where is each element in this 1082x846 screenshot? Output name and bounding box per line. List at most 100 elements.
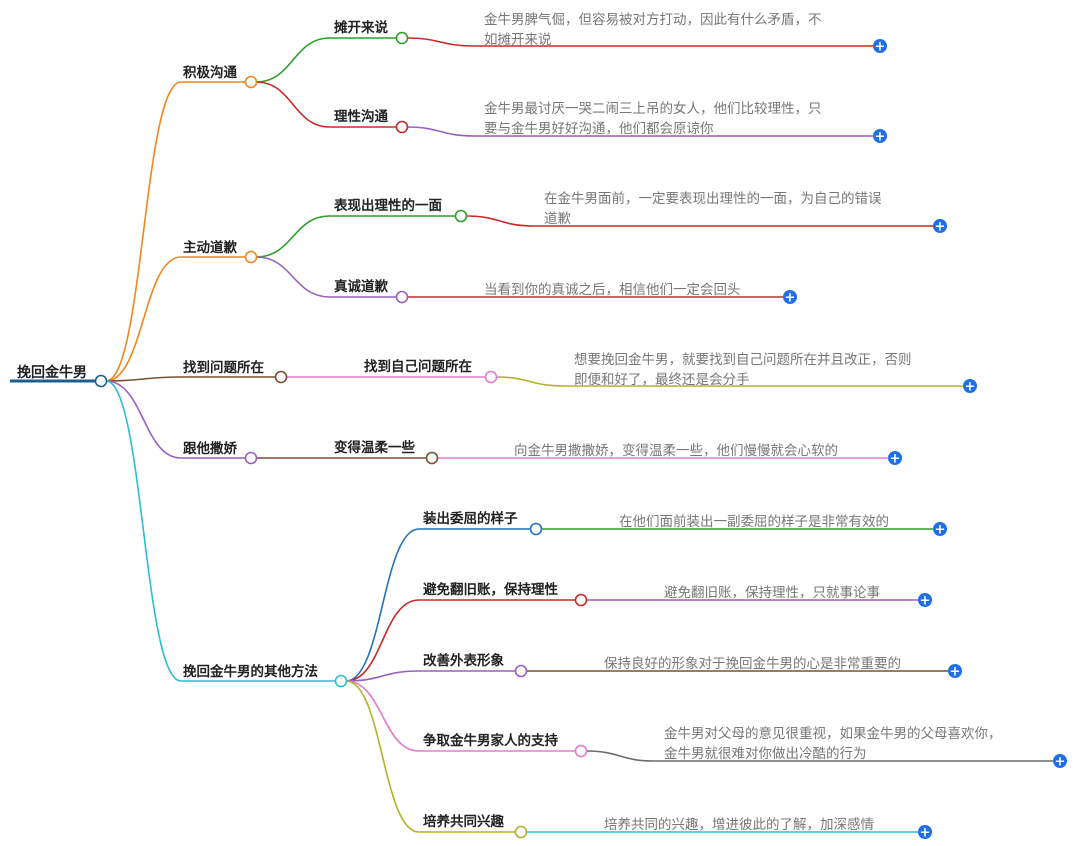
note-connector bbox=[495, 376, 565, 387]
expand-plus-icon[interactable]: + bbox=[873, 129, 887, 145]
expand-plus-icon[interactable]: + bbox=[918, 825, 932, 841]
topic-label: 表现出理性的一面 bbox=[334, 197, 442, 214]
topic-node-dot[interactable] bbox=[425, 451, 439, 465]
expand-plus-icon-glyph: + bbox=[785, 291, 796, 306]
note-connector bbox=[406, 126, 475, 137]
topic-connector bbox=[255, 37, 331, 83]
note-text: 在他们面前装出一副委屈的样子是非常有效的 bbox=[619, 513, 889, 530]
branch-node-dot[interactable] bbox=[334, 674, 348, 688]
topic-node-dot[interactable] bbox=[395, 120, 409, 134]
expand-plus-icon-circle[interactable] bbox=[918, 825, 932, 839]
topic-label: 争取金牛男家人的支持 bbox=[423, 732, 558, 749]
topic-label: 理性沟通 bbox=[334, 108, 388, 125]
branch-node-dot[interactable] bbox=[244, 451, 258, 465]
note-connector bbox=[585, 750, 655, 762]
expand-plus-icon[interactable]: + bbox=[888, 451, 902, 467]
topic-node-dot[interactable] bbox=[514, 664, 528, 678]
expand-plus-icon[interactable]: + bbox=[918, 593, 932, 609]
topic-node-dot[interactable] bbox=[395, 31, 409, 45]
branch-label: 找到问题所在 bbox=[183, 359, 264, 376]
topic-node-dot[interactable] bbox=[484, 370, 498, 384]
note-text: 在金牛男面前，一定要表现出理性的一面，为自己的错误 bbox=[544, 190, 882, 207]
topic-connector bbox=[345, 680, 420, 833]
expand-plus-icon-glyph: + bbox=[950, 665, 961, 680]
note-text: 金牛男最讨厌一哭二闹三上吊的女人，他们比较理性，只 bbox=[484, 100, 822, 117]
expand-plus-icon-circle[interactable] bbox=[873, 129, 887, 143]
expand-plus-icon-glyph: + bbox=[875, 40, 886, 55]
topic-label: 找到自己问题所在 bbox=[364, 358, 472, 375]
topic-connector bbox=[345, 528, 420, 682]
expand-plus-icon-glyph: + bbox=[1055, 755, 1066, 770]
branch-node-dot[interactable] bbox=[274, 370, 288, 384]
expand-plus-icon[interactable]: + bbox=[873, 39, 887, 55]
expand-plus-icon-circle[interactable] bbox=[888, 451, 902, 465]
expand-plus-icon-glyph: + bbox=[920, 826, 931, 841]
topic-node-dot[interactable] bbox=[454, 209, 468, 223]
expand-plus-icon-glyph: + bbox=[875, 130, 886, 145]
note-text: 金牛男脾气倔，但容易被对方打动，因此有什么矛盾，不 bbox=[484, 11, 822, 28]
expand-plus-icon-glyph: + bbox=[935, 220, 946, 235]
topic-node-dot[interactable] bbox=[574, 593, 588, 607]
topic-connector bbox=[255, 215, 331, 258]
expand-plus-icon-circle[interactable] bbox=[948, 664, 962, 678]
note-text: 培养共同的兴趣，增进彼此的了解，加深感情 bbox=[604, 816, 874, 833]
expand-plus-icon-circle[interactable] bbox=[933, 522, 947, 536]
branch-node-dot[interactable] bbox=[244, 250, 258, 264]
topic-connector bbox=[345, 680, 420, 752]
root-label: 挽回金牛男 bbox=[17, 364, 87, 381]
expand-plus-icon-glyph: + bbox=[935, 523, 946, 538]
expand-plus-icon[interactable]: + bbox=[948, 664, 962, 680]
expand-plus-icon-circle[interactable] bbox=[783, 290, 797, 304]
branch-connector bbox=[105, 256, 182, 382]
topic-node-dot[interactable] bbox=[574, 744, 588, 758]
branch-label: 跟他撒娇 bbox=[183, 440, 237, 457]
note-text: 即便和好了，最终还是会分手 bbox=[574, 372, 750, 388]
branch-connector bbox=[105, 376, 182, 382]
expand-plus-icon-glyph: + bbox=[890, 452, 901, 467]
topic-label: 摊开来说 bbox=[334, 19, 388, 36]
topic-label: 变得温柔一些 bbox=[334, 439, 415, 456]
expand-plus-icon-glyph: + bbox=[920, 594, 931, 609]
expand-plus-icon-circle[interactable] bbox=[963, 379, 977, 393]
root-node-dot[interactable] bbox=[94, 374, 108, 388]
topic-label: 避免翻旧账，保持理性 bbox=[423, 581, 558, 598]
expand-plus-icon[interactable]: + bbox=[933, 522, 947, 538]
note-text: 保持良好的形象对于挽回金牛男的心是非常重要的 bbox=[604, 656, 901, 672]
note-text: 向金牛男撒撒娇，变得温柔一些，他们慢慢就会心软的 bbox=[514, 442, 838, 459]
topic-label: 培养共同兴趣 bbox=[423, 813, 504, 830]
connectors bbox=[10, 37, 1053, 833]
note-text: 要与金牛男好好沟通，他们都会原谅你 bbox=[484, 121, 714, 137]
expand-plus-icon-circle[interactable] bbox=[1053, 754, 1067, 768]
branch-label: 挽回金牛男的其他方法 bbox=[183, 663, 318, 680]
expand-plus-icon[interactable]: + bbox=[933, 219, 947, 235]
branch-node-dot[interactable] bbox=[244, 75, 258, 89]
branch-connector bbox=[105, 380, 182, 459]
branch-label: 积极沟通 bbox=[183, 64, 237, 81]
expand-plus-icon-circle[interactable] bbox=[933, 219, 947, 233]
expand-plus-icon-glyph: + bbox=[965, 380, 976, 395]
expand-plus-icon-circle[interactable] bbox=[873, 39, 887, 53]
topic-connector bbox=[345, 670, 420, 682]
note-text: 避免翻旧账，保持理性，只就事论事 bbox=[664, 585, 880, 601]
note-connector bbox=[406, 37, 475, 47]
expand-plus-icon[interactable]: + bbox=[1053, 754, 1067, 770]
topic-node-dot[interactable] bbox=[529, 522, 543, 536]
expand-plus-icon-circle[interactable] bbox=[918, 593, 932, 607]
topic-node-dot[interactable] bbox=[514, 825, 528, 839]
topic-connector bbox=[255, 81, 331, 128]
branch-connector bbox=[105, 380, 182, 682]
expand-plus-icon[interactable]: + bbox=[783, 290, 797, 306]
topic-node-dot[interactable] bbox=[395, 290, 409, 304]
note-connector bbox=[465, 215, 535, 227]
topic-label: 改善外表形象 bbox=[423, 652, 504, 669]
nodes: 挽回金牛男 积极沟通 摊开来说 金牛男脾气倔，但容易被对方打动，因此有什么矛盾，不如摊… bbox=[17, 11, 1067, 841]
note-text: 金牛男就很难对你做出冷酷的行为 bbox=[664, 746, 867, 762]
branch-label: 主动道歉 bbox=[183, 239, 237, 256]
note-text: 如摊开来说 bbox=[484, 32, 552, 48]
expand-plus-icon[interactable]: + bbox=[963, 379, 977, 395]
note-text: 道歉 bbox=[544, 210, 572, 227]
topic-connector bbox=[345, 599, 420, 682]
topic-label: 真诚道歉 bbox=[334, 278, 388, 295]
topic-label: 装出委屈的样子 bbox=[422, 510, 518, 527]
